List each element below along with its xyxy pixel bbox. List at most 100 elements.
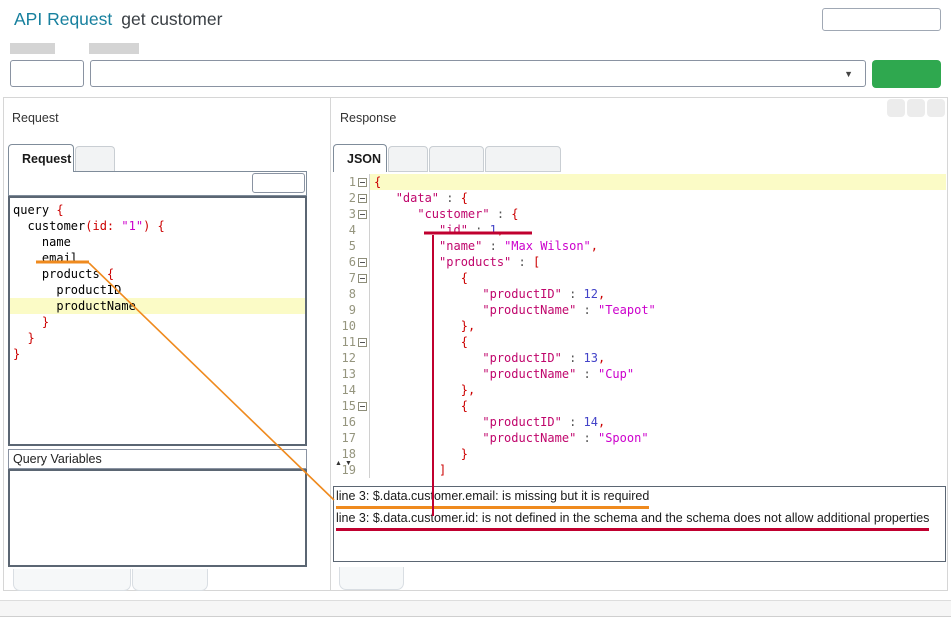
error-line-email: line 3: $.data.customer.email: is missin…	[336, 489, 943, 509]
fold-collapse-icon[interactable]	[358, 177, 367, 187]
scroll-down-icon[interactable]: ▼	[344, 460, 355, 467]
fold-collapse-icon[interactable]	[358, 337, 367, 347]
code-line: 15 {	[333, 398, 946, 414]
fold-spacer	[358, 354, 367, 363]
tab-response-3[interactable]	[429, 146, 484, 172]
tab-response-4[interactable]	[485, 146, 561, 172]
line-number-gutter: 16	[333, 414, 370, 430]
code-line: 4 "id" : 1,	[333, 222, 946, 238]
panel-divider[interactable]	[330, 97, 331, 591]
line-number: 16	[341, 415, 356, 429]
code-line: 8 "productID" : 12,	[333, 286, 946, 302]
code-line: 3 "customer" : {	[333, 206, 946, 222]
line-number-gutter: 4	[333, 222, 370, 238]
line-number: 7	[348, 271, 356, 285]
code-line: 10 },	[333, 318, 946, 334]
fold-collapse-icon[interactable]	[358, 401, 367, 411]
editor-scroll-arrows[interactable]: ▲▼	[335, 460, 355, 467]
line-number: 3	[348, 207, 356, 221]
page-title: API Request get customer	[14, 9, 222, 30]
code-text: query {	[13, 203, 64, 217]
tab-json[interactable]: JSON	[333, 144, 387, 172]
line-number-gutter: 6	[333, 254, 370, 270]
code-line: name	[10, 234, 305, 250]
code-line: 5 "name" : "Max Wilson",	[333, 238, 946, 254]
fold-collapse-icon[interactable]	[358, 193, 367, 203]
line-number: 6	[348, 255, 356, 269]
code-text: },	[460, 383, 476, 397]
line-number-gutter: 18	[333, 446, 370, 462]
code-line: productID	[10, 282, 305, 298]
code-text: "productID" : 14,	[482, 415, 606, 429]
code-text: name	[13, 235, 71, 249]
line-number: 17	[341, 431, 356, 445]
line-number: 18	[341, 447, 356, 461]
request-bottom-tab-2[interactable]	[132, 569, 208, 591]
response-json-editor[interactable]: 1 {2 "data" : {3 "customer" : {4 "id" : 1…	[333, 172, 946, 478]
code-text: productID	[13, 283, 122, 297]
line-number: 5	[348, 239, 356, 253]
tab-request[interactable]: Request	[8, 144, 74, 172]
line-number: 11	[341, 335, 356, 349]
line-number: 15	[341, 399, 356, 413]
code-line: }	[10, 330, 305, 346]
request-toolbar-button[interactable]	[252, 173, 305, 193]
code-line: 14 },	[333, 382, 946, 398]
method-label-placeholder	[10, 43, 55, 54]
code-text: customer(id: "1") {	[13, 219, 165, 233]
code-text: "id" : 1,	[439, 223, 505, 237]
query-variables-label: Query Variables	[13, 452, 102, 466]
tab-request-secondary[interactable]	[75, 146, 115, 171]
chevron-down-icon[interactable]: ▼	[844, 69, 853, 79]
code-line: products {	[10, 266, 305, 282]
endpoint-dropdown[interactable]: ▼	[90, 60, 866, 87]
fold-spacer	[358, 306, 367, 315]
code-line: 6 "products" : [	[333, 254, 946, 270]
method-input[interactable]	[10, 60, 84, 87]
request-bottom-tab-1[interactable]	[13, 569, 131, 591]
toolbar-icon-placeholder-1[interactable]	[887, 99, 905, 117]
code-line: email	[10, 250, 305, 266]
line-number: 14	[341, 383, 356, 397]
line-number-gutter: 14	[333, 382, 370, 398]
scroll-up-icon[interactable]: ▲	[335, 460, 345, 467]
code-text: }	[13, 347, 21, 361]
code-text: "productID" : 13,	[482, 351, 606, 365]
code-line: }	[10, 314, 305, 330]
code-text: },	[460, 319, 476, 333]
line-number-gutter: 2	[333, 190, 370, 206]
code-line: 19 ]	[333, 462, 946, 478]
line-number-gutter: 10	[333, 318, 370, 334]
error-line-id: line 3: $.data.customer.id: is not defin…	[336, 511, 943, 531]
fold-spacer	[358, 226, 367, 235]
code-text: productName	[10, 298, 305, 314]
toolbar-icon-placeholder-3[interactable]	[927, 99, 945, 117]
fold-collapse-icon[interactable]	[358, 209, 367, 219]
request-name: get customer	[121, 9, 223, 29]
tab-response-2[interactable]	[388, 146, 428, 172]
fold-collapse-icon[interactable]	[358, 273, 367, 283]
fold-spacer	[358, 466, 367, 475]
request-code-editor[interactable]: query { customer(id: "1") { name email p…	[8, 196, 307, 446]
code-line: 7 {	[333, 270, 946, 286]
app-title: API Request	[14, 9, 113, 29]
send-button[interactable]	[872, 60, 941, 88]
line-number: 19	[341, 463, 356, 477]
request-panel-label: Request	[12, 111, 59, 125]
response-bottom-tab[interactable]	[339, 567, 404, 590]
fold-collapse-icon[interactable]	[358, 257, 367, 267]
query-variables-editor[interactable]	[8, 469, 307, 567]
line-number-gutter: 1	[333, 174, 370, 190]
status-bar	[0, 600, 951, 617]
code-text: {	[460, 399, 468, 413]
code-text: "data" : {	[395, 191, 468, 205]
fold-spacer	[358, 290, 367, 299]
fold-spacer	[358, 386, 367, 395]
line-number: 2	[348, 191, 356, 205]
response-panel-label: Response	[340, 111, 397, 125]
header-action-box[interactable]	[822, 8, 941, 31]
toolbar-icon-placeholder-2[interactable]	[907, 99, 925, 117]
code-text: {	[460, 271, 468, 285]
code-line: 16 "productID" : 14,	[333, 414, 946, 430]
code-text: "productName" : "Cup"	[482, 367, 635, 381]
